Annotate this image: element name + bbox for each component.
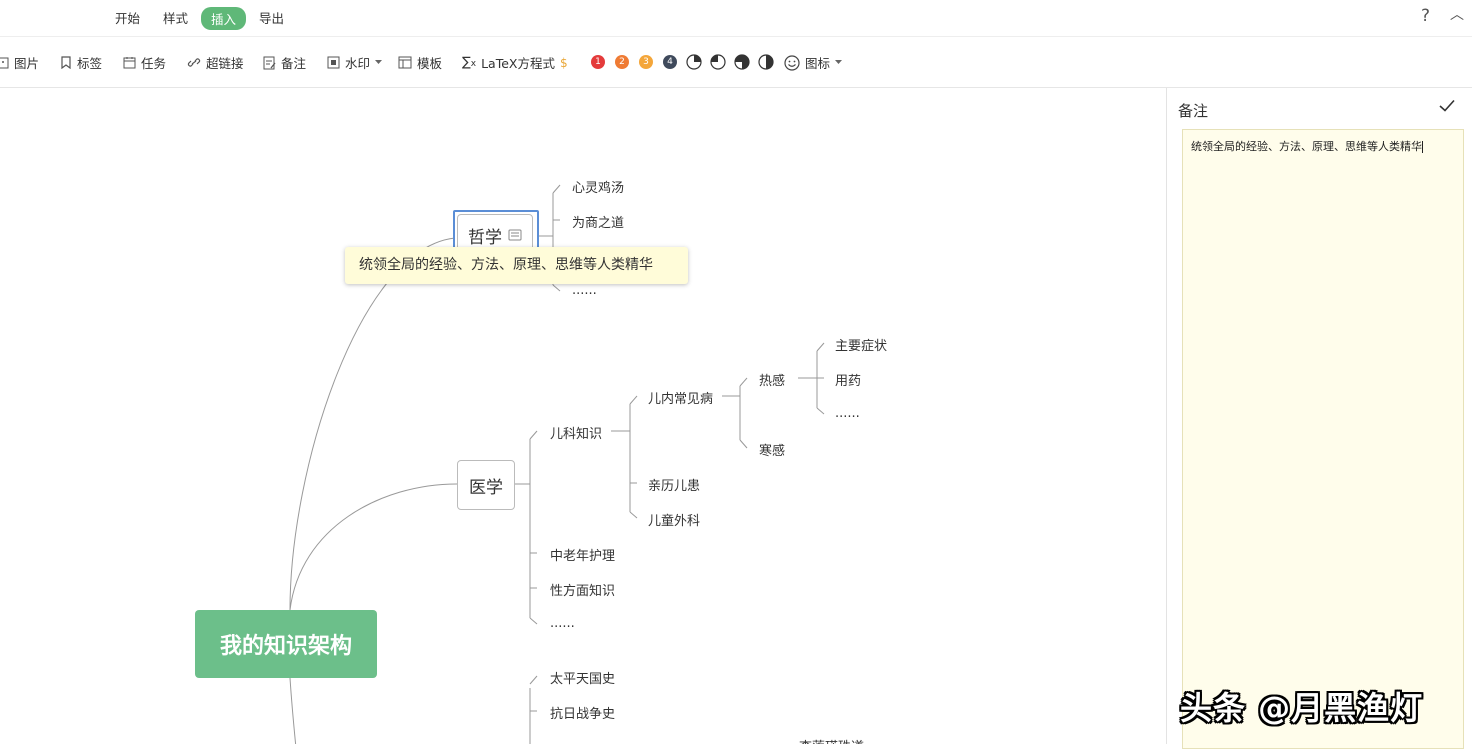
insert-template-label: 模板 [417, 56, 443, 71]
topic-business-way[interactable]: 为商之道 [572, 216, 625, 231]
insert-hyperlink-button[interactable]: 超链接 [187, 53, 244, 72]
priority-2-icon[interactable]: 2 [615, 55, 629, 69]
menu-start[interactable]: 开始 [115, 11, 141, 26]
priority-1-icon[interactable]: 1 [591, 55, 605, 69]
dropdown-arrow-icon [375, 60, 383, 64]
bookmark-icon [61, 56, 71, 69]
insert-toolbar: 图片 标签 任务 超链接 备注 水印 模板 ∑x LaTeX方程式 $ 1 2 … [0, 37, 1472, 88]
note-tooltip: 统领全局的经验、方法、原理、思维等人类精华 [345, 247, 688, 284]
root-topic[interactable]: 我的知识架构 [195, 610, 377, 678]
collapse-icon[interactable]: ︿ [1450, 7, 1464, 23]
template-icon [398, 56, 412, 69]
image-icon [0, 57, 9, 68]
link-icon [187, 58, 201, 67]
topic-child-surgery[interactable]: 儿童外科 [648, 514, 701, 529]
premium-coin-icon: $ [559, 55, 568, 70]
insert-template-button[interactable]: 模板 [398, 53, 442, 72]
text-caret [1422, 141, 1423, 153]
help-icon[interactable]: ? [1421, 6, 1431, 26]
topic-fever[interactable]: 热感 [759, 374, 786, 389]
insert-icons-label: 图标 [805, 56, 831, 71]
calendar-icon [123, 57, 136, 69]
topic-war-history[interactable]: 抗日战争史 [550, 707, 616, 722]
topic-elderly-care[interactable]: 中老年护理 [550, 549, 616, 564]
insert-note-button[interactable]: 备注 [263, 53, 306, 72]
progress-half-icon[interactable] [758, 54, 774, 70]
note-marker-icon[interactable] [508, 229, 522, 241]
insert-latex-button[interactable]: ∑x LaTeX方程式 $ [462, 53, 568, 72]
topic-medication[interactable]: 用药 [835, 374, 862, 389]
watermark-icon [327, 56, 340, 69]
sigma-icon: ∑x [462, 55, 477, 70]
insert-note-label: 备注 [281, 56, 307, 71]
check-icon[interactable] [1439, 99, 1455, 112]
note-icon [263, 56, 276, 69]
insert-task-button[interactable]: 任务 [123, 53, 166, 72]
insert-tag-button[interactable]: 标签 [60, 53, 102, 72]
menu-insert[interactable]: 插入 [201, 7, 247, 30]
progress-50-icon[interactable] [734, 54, 750, 70]
insert-watermark-label: 水印 [345, 56, 371, 71]
menu-bar: 开始 样式 插入 导出 ? ︿ [0, 0, 1472, 37]
mindmap-canvas[interactable]: 哲学 心灵鸡汤 为商之道 ...... 医学 儿科知识 儿内常见病 热感 主要症… [0, 88, 1166, 744]
topic-soul-soup[interactable]: 心灵鸡汤 [572, 181, 625, 196]
topic-symptoms[interactable]: 主要症状 [835, 339, 888, 354]
topic-partial[interactable]: 李莲瑛珠道 [799, 736, 864, 744]
topic-philosophy-more[interactable]: ...... [572, 283, 597, 298]
topic-fever-more[interactable]: ...... [835, 406, 860, 421]
menu-export[interactable]: 导出 [259, 11, 285, 26]
topic-medicine-label: 医学 [469, 477, 503, 498]
progress-25-icon[interactable] [686, 54, 702, 70]
insert-tag-label: 标签 [77, 56, 103, 71]
note-panel-title: 备注 [1178, 102, 1209, 120]
insert-hyperlink-label: 超链接 [206, 56, 244, 71]
topic-cold[interactable]: 寒感 [759, 444, 786, 459]
insert-task-label: 任务 [141, 56, 167, 71]
insert-image-button[interactable]: 图片 [0, 53, 39, 72]
watermark-text: 头条 @月黑渔灯 [1180, 689, 1424, 727]
insert-watermark-button[interactable]: 水印 [327, 53, 383, 72]
priority-4-icon[interactable]: 4 [663, 55, 677, 69]
insert-icons-button[interactable]: 图标 [784, 53, 843, 72]
topic-pediatrics[interactable]: 儿科知识 [550, 427, 603, 442]
note-editor[interactable]: 统领全局的经验、方法、原理、思维等人类精华 [1182, 129, 1464, 749]
insert-image-label: 图片 [14, 56, 40, 71]
topic-philosophy-label: 哲学 [468, 227, 502, 248]
dropdown-arrow-icon [835, 60, 843, 64]
smiley-icon [784, 54, 800, 71]
note-panel: 备注 统领全局的经验、方法、原理、思维等人类精华 [1166, 88, 1472, 749]
insert-latex-label: LaTeX方程式 [481, 56, 555, 71]
topic-medicine-more[interactable]: ...... [550, 616, 575, 631]
topic-pediatric-diseases[interactable]: 儿内常见病 [648, 392, 714, 407]
priority-3-icon[interactable]: 3 [639, 55, 653, 69]
topic-medicine[interactable]: 医学 [457, 460, 515, 510]
topic-experience[interactable]: 亲历儿患 [648, 479, 701, 494]
root-topic-label: 我的知识架构 [219, 634, 352, 659]
topic-sex-knowledge[interactable]: 性方面知识 [550, 584, 616, 599]
note-editor-text: 统领全局的经验、方法、原理、思维等人类精华 [1191, 140, 1422, 153]
topic-taiping-history[interactable]: 太平天国史 [550, 672, 616, 687]
menu-style[interactable]: 样式 [163, 11, 189, 26]
progress-25b-icon[interactable] [710, 54, 726, 70]
